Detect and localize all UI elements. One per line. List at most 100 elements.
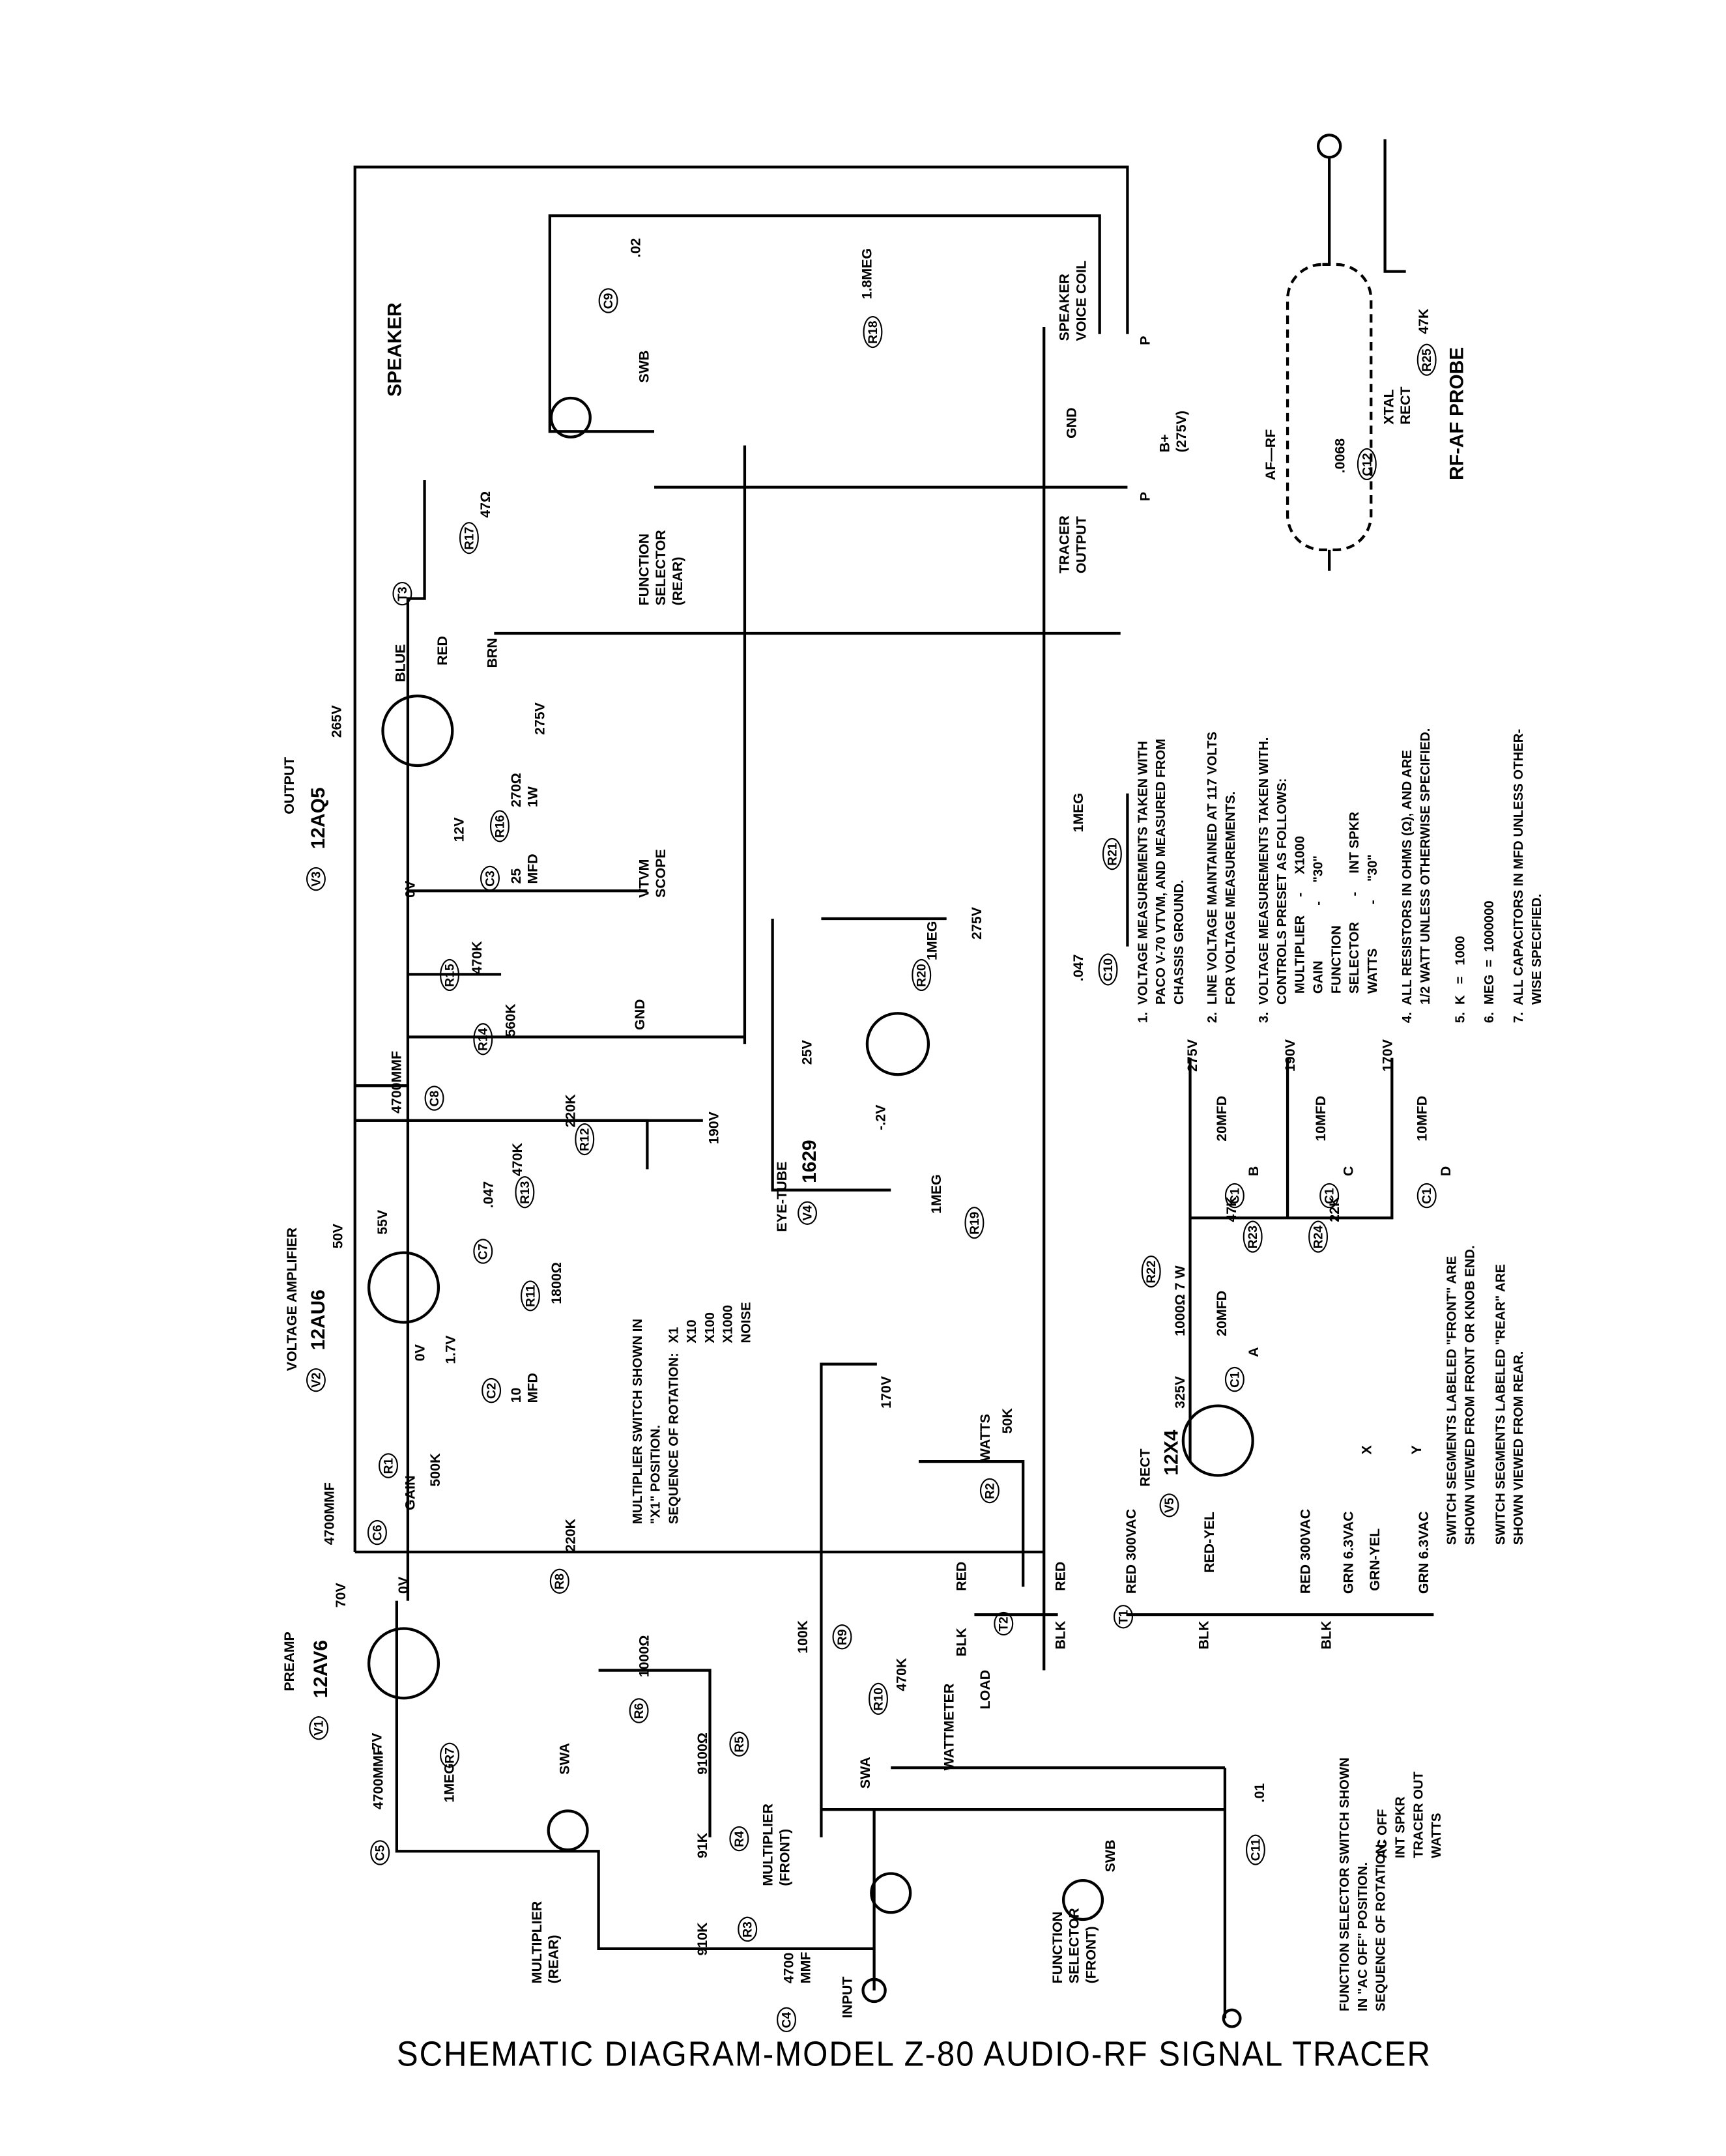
multiplier-rear-label: MULTIPLIER (REAR)	[530, 1901, 563, 1984]
c1b-section: B	[1247, 1166, 1263, 1177]
c2-ref: C2	[482, 1378, 502, 1403]
af-rf-switch-label[interactable]: AF—RF	[1263, 429, 1280, 481]
r5-value: 9100Ω	[696, 1732, 712, 1775]
v5-function-label: RECT	[1138, 1448, 1154, 1487]
r5-ref: R5	[729, 1732, 749, 1757]
b-plus-terminal-label: B+ (275V)	[1158, 410, 1190, 453]
r20-value: 1MEG	[925, 921, 942, 961]
v3-ref: V3	[306, 867, 326, 891]
t1-ref: T1	[1114, 1605, 1133, 1629]
r25-value: 47K	[1417, 308, 1433, 334]
v4-function-label: EYE-TUBE	[775, 1161, 791, 1232]
c9-value: .02	[629, 238, 645, 258]
v2-screen-voltage: 50V	[331, 1224, 347, 1249]
c11-value: .01	[1252, 1783, 1269, 1803]
v3-function-label: OUTPUT	[282, 756, 298, 814]
c1a-section: A	[1247, 1347, 1263, 1357]
r20-ref: R20	[912, 959, 932, 992]
wattmeter-label: WATTMETER	[942, 1683, 958, 1771]
r24-ref: R24	[1308, 1221, 1329, 1253]
rear-switch-note: SWITCH SEGMENTS LABELED "REAR" ARE SHOWN…	[1493, 1264, 1527, 1545]
t1-red-yel: RED-YEL	[1202, 1512, 1218, 1574]
t1-blk-a: BLK	[1197, 1620, 1213, 1650]
c11-ref: C11	[1245, 1834, 1265, 1865]
v4-ref: V4	[798, 1201, 818, 1225]
c4-value: 4700 MMF	[782, 1951, 814, 1984]
c4-ref: C4	[777, 2007, 796, 2032]
speaker-voice-coil-label: SPEAKER VOICE COIL	[1057, 260, 1090, 341]
r1-value: 500K	[428, 1453, 444, 1487]
t2-red-b: RED	[1054, 1561, 1069, 1591]
r3-ref: R3	[738, 1917, 758, 1942]
swa-rear-label: SWA	[558, 1743, 574, 1775]
v4-plate-voltage: 25V	[800, 1040, 816, 1065]
r25-ref: R25	[1417, 344, 1437, 376]
v1-ref: V1	[309, 1716, 329, 1740]
v5-type: 12X4	[1159, 1430, 1182, 1476]
rf-af-probe-label: RF-AF PROBE	[1445, 347, 1467, 481]
r12-value: 220K	[564, 1094, 579, 1128]
input-jack-label[interactable]: INPUT	[841, 1976, 856, 2019]
r19-ref: R19	[964, 1207, 985, 1239]
r4-value: 91K	[696, 1832, 712, 1858]
watts-label: WATTS	[978, 1413, 994, 1462]
p-terminal-2: P	[1138, 491, 1154, 502]
r19-value: 1MEG	[930, 1174, 945, 1214]
r8-value: 220K	[564, 1518, 579, 1552]
r9-value: 100K	[796, 1620, 812, 1654]
t3-blue-lead: BLUE	[394, 644, 410, 682]
v2-ref: V2	[306, 1368, 326, 1392]
v3-grid-voltage: 0V	[403, 880, 420, 898]
c10-ref: C10	[1098, 954, 1118, 986]
r24-value: 22K	[1328, 1196, 1344, 1222]
node-190v: 190V	[1283, 1039, 1299, 1072]
t2-blk-b: BLK	[1054, 1620, 1069, 1650]
r15-ref: R15	[440, 959, 459, 992]
r22-ref: R22	[1141, 1256, 1161, 1288]
b-plus-170v-label: 170V	[880, 1376, 895, 1409]
c5-ref: C5	[370, 1841, 390, 1865]
r9-ref: R9	[832, 1625, 852, 1650]
t1-blk-b: BLK	[1319, 1620, 1335, 1650]
c1d-section: D	[1439, 1166, 1455, 1177]
c1c-value: 10MFD	[1314, 1095, 1330, 1142]
gain-label: GAIN	[403, 1475, 420, 1510]
r23-value: 47K	[1224, 1196, 1241, 1222]
note-2: 2. LINE VOLTAGE MAINTAINED AT 117 VOLTS …	[1205, 731, 1239, 1024]
v4-grid-voltage: -.2V	[874, 1104, 890, 1130]
tracer-output-label: TRACER OUTPUT	[1057, 515, 1090, 574]
c2-value: 10 MFD	[509, 1373, 542, 1403]
multiplier-switch-note: MULTIPLIER SWITCH SHOWN IN "X1" POSITION…	[630, 1318, 682, 1525]
heater-x-label: X	[1360, 1445, 1375, 1455]
c6-ref: C6	[367, 1520, 387, 1545]
r3-value: 910K	[696, 1922, 712, 1956]
swa-front-label: SWA	[859, 1757, 874, 1789]
r17-value: 47Ω	[478, 491, 495, 518]
gnd-label: GND	[633, 999, 649, 1030]
t1-grn-63vac-a: GRN 6.3VAC	[1342, 1511, 1357, 1594]
r18-value: 1.8MEG	[860, 248, 876, 300]
c12-value: .0068	[1333, 438, 1349, 474]
b-plus-275v-label: 275V	[533, 702, 549, 735]
multiplier-rotation-sequence: X1 X10 X100 X1000 NOISE	[667, 1302, 755, 1344]
c8-value: 4700MMF	[390, 1050, 405, 1114]
c5-value: 4700MMF	[371, 1747, 387, 1810]
r11-value: 1800Ω	[549, 1262, 566, 1304]
r17-ref: R17	[459, 523, 479, 554]
v2-plate-voltage: 55V	[375, 1209, 392, 1235]
r18-ref: R18	[863, 316, 883, 349]
xtal-rect-label: XTAL RECT	[1382, 386, 1415, 425]
note-5: 5. K = 1000	[1453, 936, 1469, 1024]
v1-type: 12AV6	[309, 1640, 332, 1699]
note-3: 3. VOLTAGE MEASUREMENTS TAKEN WITH. CONT…	[1257, 737, 1381, 1024]
r6-value: 1000Ω	[637, 1635, 653, 1678]
r21-ref: R21	[1102, 839, 1122, 870]
t1-red-300vac-b: RED 300VAC	[1299, 1508, 1314, 1594]
swb-rear-label: SWB	[637, 350, 653, 383]
r22-value: 1000Ω 7 W	[1173, 1265, 1189, 1336]
r16-value: 270Ω 1W	[509, 773, 542, 808]
r7-value: 1MEG	[442, 1762, 458, 1803]
b-plus-275v-eye-label: 275V	[970, 907, 986, 940]
r21-value: 1MEG	[1071, 792, 1087, 833]
